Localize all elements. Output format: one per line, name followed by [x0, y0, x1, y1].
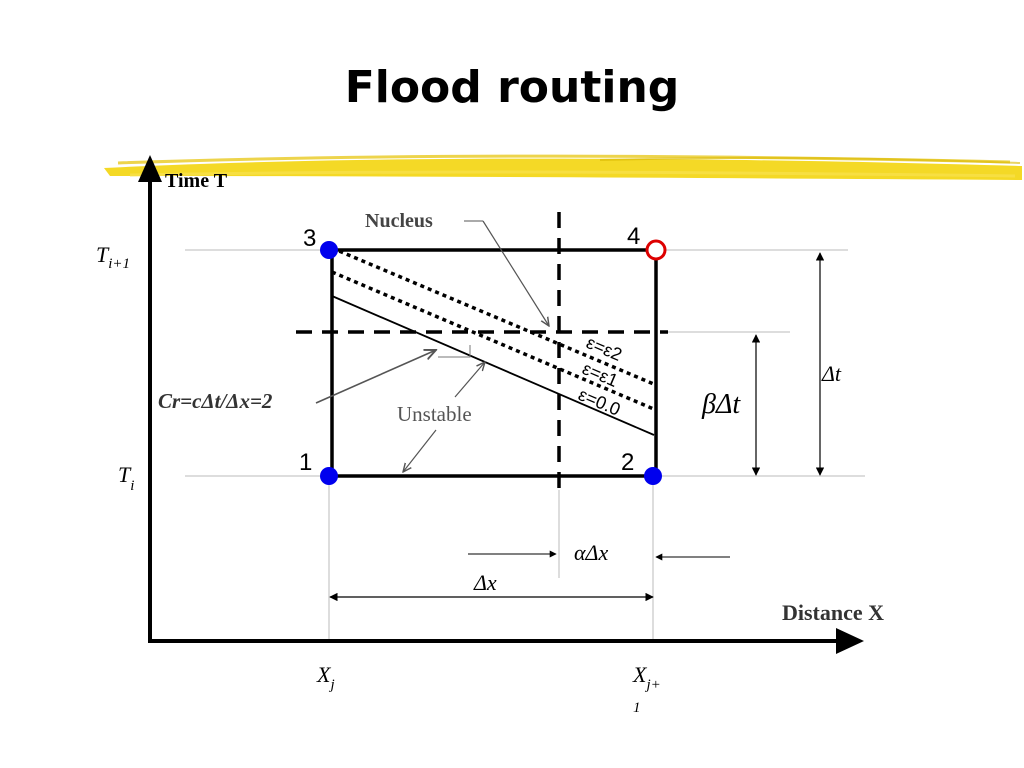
- node-1-label: 1: [299, 449, 312, 476]
- dx-label: Δx: [473, 570, 497, 595]
- y-axis-arrow: [138, 155, 162, 182]
- eps-0-label: ε=0.0: [575, 384, 623, 419]
- beta-dt-label: βΔt: [701, 389, 741, 420]
- node-3: [320, 241, 338, 259]
- node-1: [320, 467, 338, 485]
- nucleus-label: Nucleus: [365, 210, 433, 232]
- alpha-dx-label: αΔx: [574, 540, 608, 565]
- x-right-label: Xj+: [632, 662, 661, 693]
- courant-slope-marker: [438, 345, 471, 358]
- node-2-label: 2: [621, 449, 634, 476]
- x-axis-arrow: [836, 628, 864, 654]
- courant-label: Cr=cΔt/Δx=2: [158, 389, 273, 413]
- t-lower-label: Ti: [118, 462, 134, 494]
- x-axis-label: Distance X: [782, 600, 884, 625]
- dimension-arrows: [329, 252, 825, 602]
- slide-title: Flood routing: [344, 62, 680, 113]
- dt-label: Δt: [821, 361, 842, 386]
- x-right-label-wrap: 1: [633, 700, 641, 716]
- node-3-label: 3: [303, 225, 316, 252]
- unstable-arrow-upper: [454, 362, 485, 398]
- highlighter-stroke: [104, 154, 1022, 180]
- nucleus-arrow: [482, 220, 549, 326]
- node-4-label: 4: [627, 223, 640, 250]
- courant-arrow: [315, 350, 436, 404]
- unstable-arrow-lower: [403, 429, 437, 472]
- characteristic-eps-1: [331, 270, 657, 412]
- grid-cell: [330, 248, 658, 478]
- characteristic-eps-2: [331, 246, 657, 387]
- t-upper-label: Ti+1: [96, 242, 130, 272]
- node-2: [644, 467, 662, 485]
- x-left-label: Xj: [316, 662, 335, 693]
- axes: [138, 155, 864, 654]
- guide-lines: [185, 249, 865, 640]
- characteristic-eps-0: [331, 295, 655, 436]
- node-4: [645, 239, 667, 261]
- y-axis-label: Time T: [165, 170, 228, 192]
- unstable-label: Unstable: [397, 402, 472, 426]
